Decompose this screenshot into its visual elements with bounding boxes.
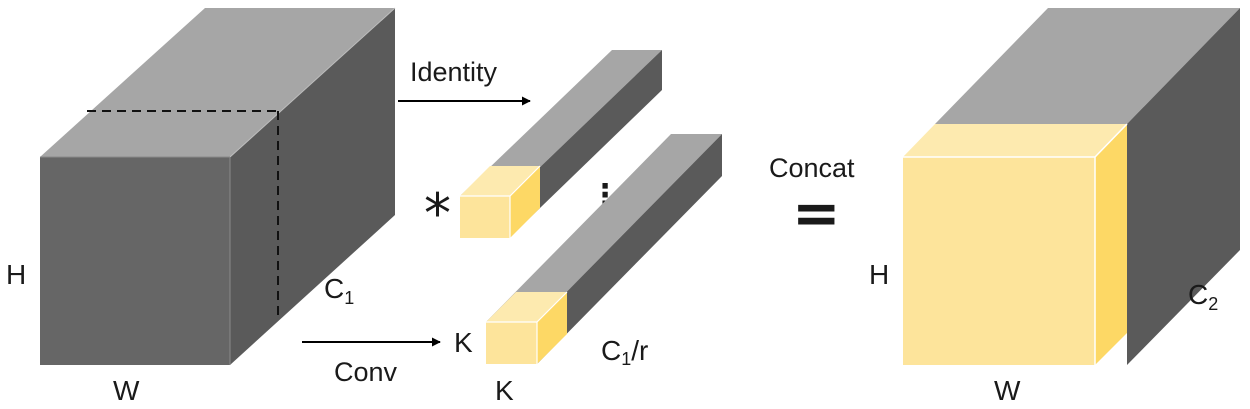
kernel-slice-top [486, 292, 567, 322]
kernel-bar-top [486, 134, 722, 322]
output-height-label: H [869, 259, 889, 290]
kernel-width-label: K [495, 375, 514, 406]
identity-bar-side [510, 50, 662, 237]
input-channel-label: C1 [324, 273, 354, 308]
output-slice-front [903, 157, 1095, 365]
identity-bar-top [460, 50, 662, 196]
concat-label: Concat [769, 153, 855, 183]
identity-label: Identity [410, 57, 498, 87]
kernel-slice-front [486, 322, 537, 364]
kernel-bar-side [537, 134, 722, 364]
identity-branch: Identity * [398, 50, 662, 245]
input-cube-edge [229, 7, 396, 158]
input-cube-top-face [40, 8, 395, 157]
input-height-label: H [6, 259, 26, 290]
output-width-label: W [994, 375, 1021, 406]
output-cube-side-face [1127, 8, 1240, 365]
output-channel-label: C2 [1188, 279, 1218, 314]
conv-branch: Conv K K C1/r [302, 134, 722, 406]
output-slice-side [1095, 124, 1127, 365]
output-cube-top-face [935, 8, 1240, 124]
equals-sign: = [792, 179, 841, 247]
output-slice-top [903, 124, 1127, 157]
convolution-operator: * [424, 182, 451, 245]
conv-label: Conv [334, 357, 398, 387]
kernel-slice-side [537, 292, 567, 364]
concat-operator: Concat = [769, 153, 855, 247]
input-cube: H W C1 [6, 7, 396, 406]
kernel-channel-label: C1/r [601, 335, 648, 369]
input-cube-front-face [40, 157, 230, 365]
kernel-height-label: K [454, 327, 473, 358]
identity-bar [460, 50, 662, 238]
input-width-label: W [113, 375, 140, 406]
identity-slice-top [460, 166, 540, 196]
identity-slice-side [510, 166, 540, 238]
input-cube-side-face [230, 8, 395, 365]
kernel-bar [486, 134, 722, 364]
identity-slice-front [460, 196, 510, 238]
output-cube: H W C2 [869, 8, 1240, 406]
